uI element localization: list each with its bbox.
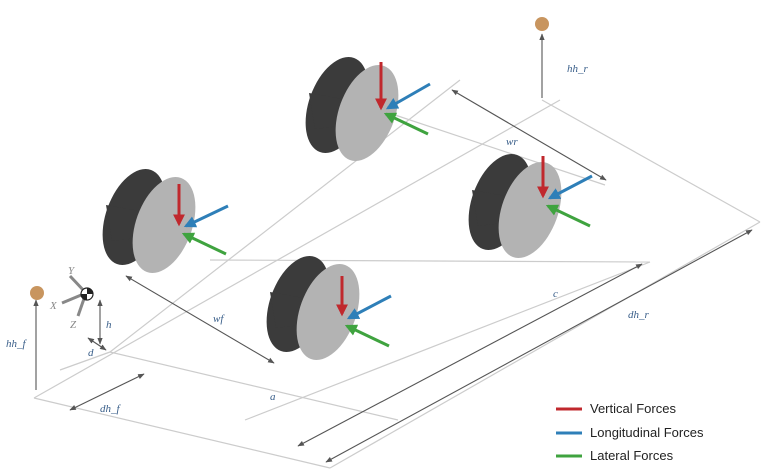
axis-x-label: X bbox=[49, 300, 58, 312]
front-hitch-point bbox=[30, 286, 44, 300]
longitudinal-force-arrow bbox=[385, 82, 431, 110]
dh-f-arrow bbox=[69, 373, 145, 411]
wheel-rear-left bbox=[305, 57, 399, 161]
lateral-force-arrow bbox=[181, 232, 227, 256]
legend-label: Lateral Forces bbox=[590, 448, 674, 463]
longitudinal-force-arrow bbox=[183, 204, 229, 228]
longitudinal-force-arrow bbox=[547, 174, 593, 200]
legend-item-longitudinal: Longitudinal Forces bbox=[556, 425, 704, 440]
wf-arrow bbox=[125, 275, 275, 364]
legend-label: Vertical Forces bbox=[590, 401, 676, 416]
lateral-force-arrow bbox=[344, 324, 390, 348]
forces-rear-right bbox=[537, 156, 593, 228]
wheel-rear-right bbox=[468, 154, 562, 258]
label-a: a bbox=[270, 391, 276, 403]
axis-z-label: Z bbox=[70, 319, 77, 331]
label-wr: wr bbox=[506, 136, 518, 148]
label-c: c bbox=[553, 288, 558, 300]
label-dh-f: dh_f bbox=[100, 403, 122, 415]
legend-label: Longitudinal Forces bbox=[590, 425, 704, 440]
label-h: h bbox=[106, 319, 112, 331]
longitudinal-force-arrow bbox=[346, 294, 392, 320]
lateral-force-arrow bbox=[545, 204, 591, 228]
wr-arrow bbox=[451, 89, 607, 181]
legend: Vertical Forces Longitudinal Forces Late… bbox=[556, 401, 704, 463]
rear-hitch-point bbox=[535, 17, 549, 31]
legend-item-lateral: Lateral Forces bbox=[556, 448, 674, 463]
label-d: d bbox=[88, 347, 94, 359]
axis-y-label: Y bbox=[68, 265, 76, 277]
coordinate-frame: Y X Z bbox=[49, 265, 94, 331]
dh-r-arrow bbox=[325, 229, 753, 463]
dimension-arrows bbox=[33, 33, 753, 463]
wheel-front-right bbox=[266, 256, 360, 360]
label-hh-r: hh_r bbox=[567, 63, 589, 75]
lateral-force-arrow bbox=[383, 112, 429, 136]
label-dh-r: dh_r bbox=[628, 309, 650, 321]
label-wf: wf bbox=[213, 313, 225, 325]
d-arrow bbox=[87, 337, 107, 351]
forces-rear-left bbox=[375, 62, 431, 136]
label-hh-f: hh_f bbox=[6, 338, 28, 350]
forces-front-right bbox=[336, 276, 392, 348]
forces-front-left bbox=[173, 184, 229, 256]
legend-item-vertical: Vertical Forces bbox=[556, 401, 676, 416]
wheel-front-left bbox=[102, 169, 196, 273]
